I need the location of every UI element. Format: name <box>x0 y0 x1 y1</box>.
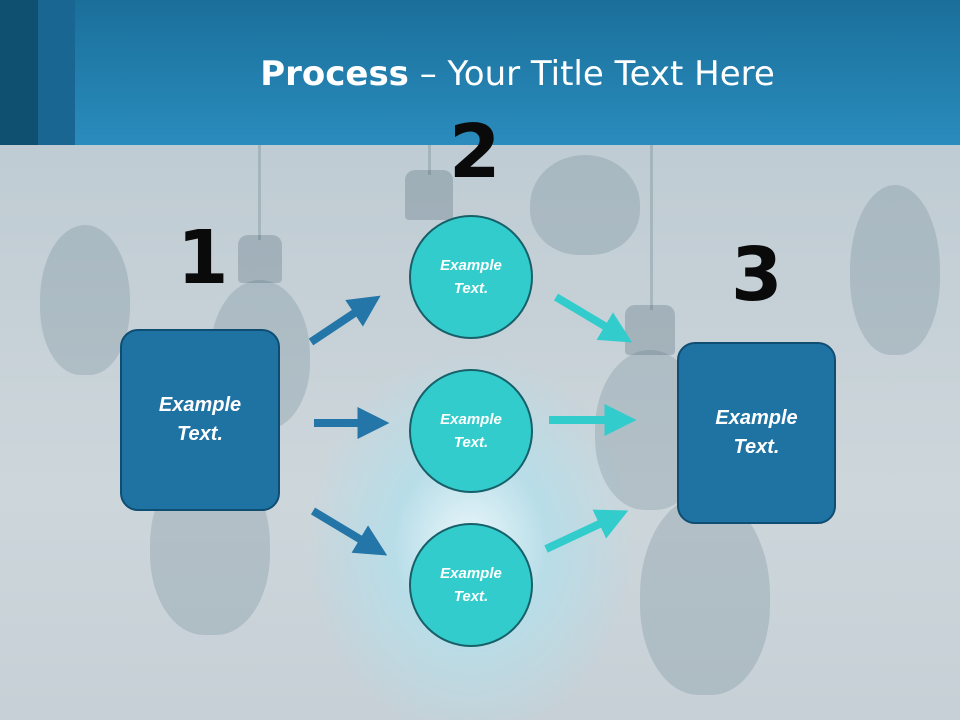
bulb-socket <box>405 170 453 220</box>
bulb-wire <box>428 145 431 175</box>
step-number-2: 2 <box>449 109 501 195</box>
right-box[interactable]: Example Text. <box>677 342 836 524</box>
title-bar: Process – Your Title Text Here <box>0 0 960 145</box>
title-rest: – Your Title Text Here <box>408 54 775 94</box>
circle-top[interactable]: Example Text. <box>409 215 533 339</box>
arrow-to-top <box>308 295 381 346</box>
circle-middle[interactable]: Example Text. <box>409 369 533 493</box>
circle-bottom[interactable]: Example Text. <box>409 523 533 647</box>
arrow-to-bottom <box>310 507 388 556</box>
bulb-shape <box>530 155 640 255</box>
bulb-wire <box>258 145 261 240</box>
bulb-shape <box>850 185 940 355</box>
slide-title: Process – Your Title Text Here <box>75 52 960 96</box>
step-number-1: 1 <box>177 215 229 301</box>
arrow-from-bottom <box>544 509 629 553</box>
bulb-wire <box>650 145 653 310</box>
step-number-3: 3 <box>731 232 783 318</box>
header-accent-strip <box>38 0 75 145</box>
bulb-shape <box>40 225 130 375</box>
bulb-socket <box>625 305 675 355</box>
bulb-socket <box>238 235 282 283</box>
bulb-shape <box>640 495 770 695</box>
header-accent-strip <box>0 0 38 145</box>
arrow-from-top <box>553 293 633 343</box>
title-bold-word: Process <box>260 54 409 94</box>
left-box[interactable]: Example Text. <box>120 329 280 511</box>
